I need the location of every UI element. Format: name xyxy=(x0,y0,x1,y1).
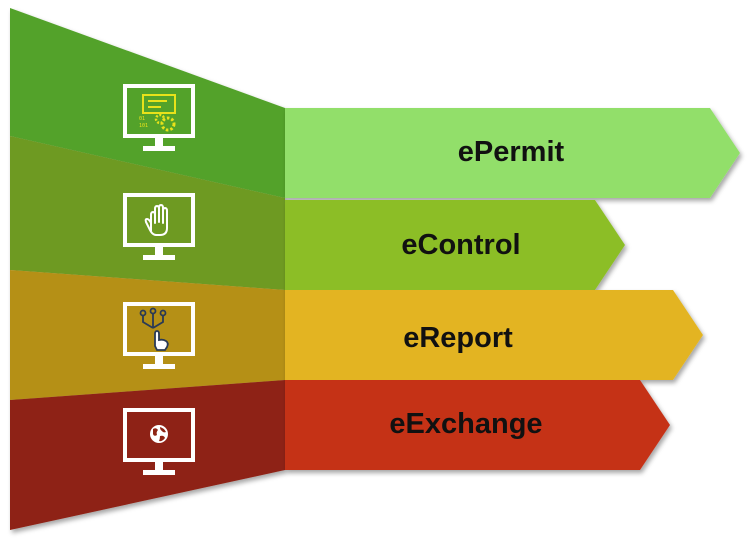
fan-segment-ereport xyxy=(10,270,285,400)
svg-text:01: 01 xyxy=(139,116,145,122)
fan-segment-eexchange xyxy=(10,380,285,530)
arrow-band-epermit xyxy=(285,108,740,198)
fan-segment-epermit xyxy=(10,8,285,198)
label-epermit: ePermit xyxy=(457,136,565,168)
hand-icon xyxy=(144,204,168,236)
settings-document-icon: 01 101 xyxy=(139,94,176,132)
arrow-band-econtrol xyxy=(285,200,625,290)
monitor-icon-epermit: 01 101 xyxy=(123,84,195,151)
arrow-band-ereport xyxy=(285,290,703,380)
globe-icon xyxy=(150,425,168,443)
monitor-icon-econtrol xyxy=(123,193,195,260)
arrow-band-eexchange xyxy=(285,380,670,470)
monitor-icon-ereport xyxy=(123,302,195,369)
svg-text:101: 101 xyxy=(139,123,148,129)
label-ereport: eReport xyxy=(403,322,513,354)
fan-segment-econtrol xyxy=(10,136,285,290)
label-eexchange: eExchange xyxy=(389,408,543,440)
monitor-icon-eexchange xyxy=(123,408,195,475)
label-econtrol: eControl xyxy=(401,229,521,261)
touch-network-icon xyxy=(139,307,169,351)
